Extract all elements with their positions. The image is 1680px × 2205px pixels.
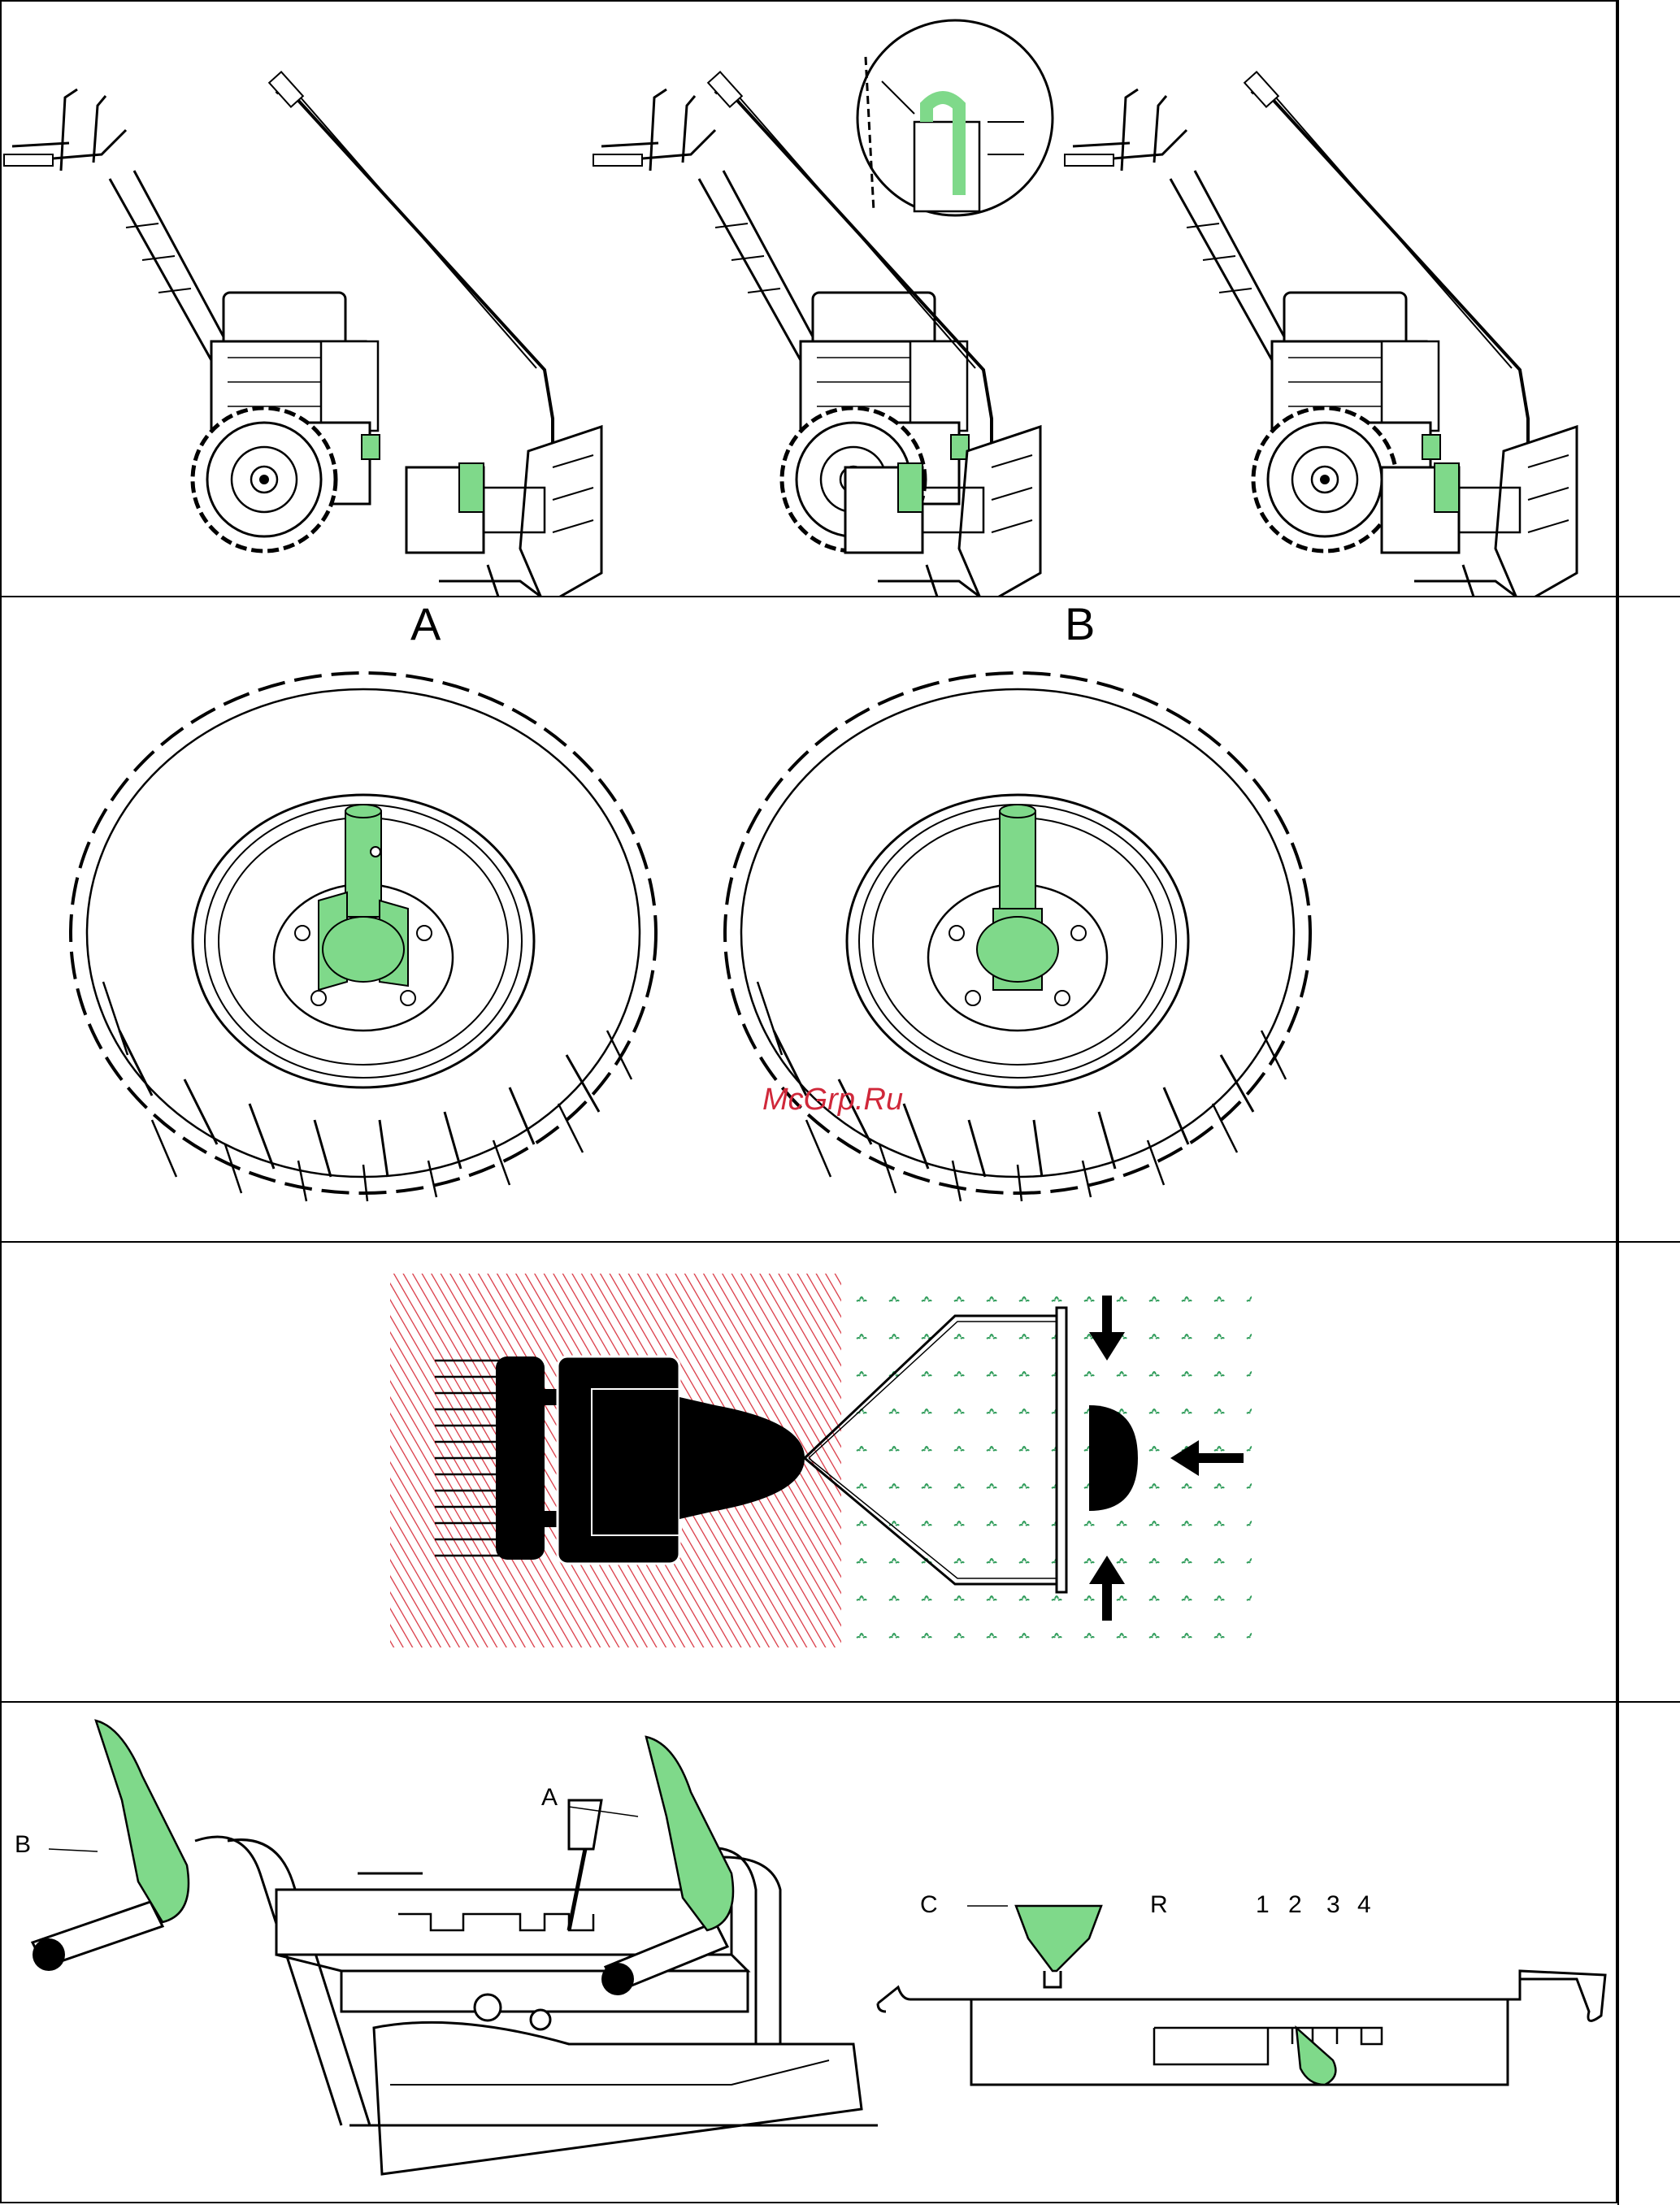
- gear-1-label: 1: [1256, 1891, 1270, 1919]
- tractor-detached-illustration: [4, 89, 380, 551]
- throttle-c-label: C: [920, 1891, 938, 1919]
- gear-selector-detail: [878, 1906, 1605, 2085]
- left-grip: [33, 1902, 163, 1971]
- tractor-body: [558, 1356, 679, 1564]
- reverse-r-label: R: [1150, 1891, 1168, 1919]
- lever-b: [96, 1721, 189, 1922]
- throttle-c: [1016, 1906, 1101, 1971]
- gear-2-label: 2: [1288, 1891, 1302, 1919]
- snow-pushing-panel: [0, 1243, 1617, 1701]
- tractor-assembly-illustration: [0, 0, 1617, 596]
- watermark-text: McGrp.Ru: [762, 1083, 903, 1118]
- wheel-hub-illustration: [0, 597, 1617, 1241]
- gear-4-label: 4: [1357, 1891, 1371, 1919]
- controls-illustration: [0, 1703, 1617, 2203]
- coupling-detail-circle: [857, 20, 1053, 215]
- gear-3-label: 3: [1326, 1891, 1340, 1919]
- lever-a-label: A: [541, 1784, 558, 1812]
- wheel-a-label: A: [410, 597, 441, 650]
- handlebar-frame: [195, 1800, 878, 2174]
- snow-pushing-illustration: [0, 1243, 1617, 1701]
- rear-roller: [496, 1356, 545, 1560]
- gear-lever: [1296, 2028, 1335, 2085]
- controls-panel: B A C R 1 2 3 4: [0, 1703, 1617, 2203]
- lever-b-label: B: [15, 1831, 31, 1859]
- right-margin-column: [1617, 0, 1680, 2205]
- tractor-assembly-panel: [0, 0, 1617, 596]
- wheel-b-label: B: [1065, 597, 1095, 650]
- wheel-hub-panel: A B: [0, 597, 1617, 1241]
- blade-top-view: [1057, 1308, 1066, 1592]
